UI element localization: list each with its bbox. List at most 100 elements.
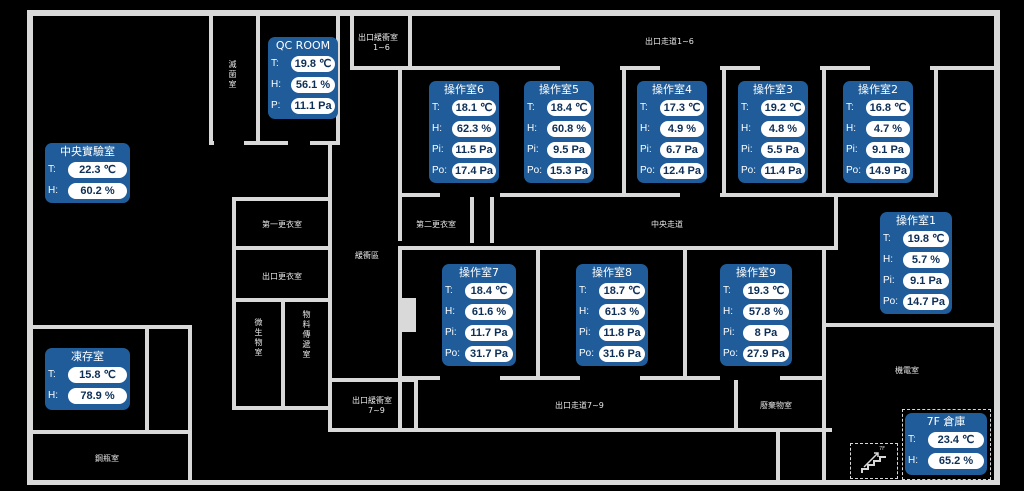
wall xyxy=(281,300,285,410)
row-pressure-in: Pi:9.5 Pa xyxy=(527,139,591,160)
wall xyxy=(27,430,192,434)
humidity-value: 5.7 % xyxy=(903,251,949,268)
card-op-room-1[interactable]: 操作室1 T:19.8 ℃ H:5.7 % Pi:9.1 Pa Po:14.7 … xyxy=(880,212,952,314)
row-key: Po: xyxy=(723,348,739,359)
row-temperature: T:19.8 ℃ xyxy=(271,53,335,74)
door xyxy=(870,66,930,70)
wall xyxy=(332,428,832,432)
row-humidity: H:60.8 % xyxy=(527,118,591,139)
row-key: Pi: xyxy=(640,144,652,155)
card-qc-room[interactable]: QC ROOM T:19.8 ℃ H:56.1 % P:11.1 Pa xyxy=(268,37,338,119)
outer-wall-bottom xyxy=(27,480,1000,485)
wall xyxy=(734,380,738,432)
door xyxy=(288,141,310,145)
pressure-out-value: 12.4 Pa xyxy=(660,162,704,179)
row-key: H: xyxy=(640,123,650,134)
row-key: H: xyxy=(527,123,537,134)
outer-wall-top xyxy=(27,10,1000,16)
card-warehouse[interactable]: 7F 倉庫 T:23.4 ℃ H:65.2 % xyxy=(905,413,987,475)
wall xyxy=(232,197,332,201)
row-temperature: T:18.4 ℃ xyxy=(445,280,513,301)
row-temperature: T:19.3 ℃ xyxy=(723,280,789,301)
temperature-value: 15.8 ℃ xyxy=(68,366,127,383)
card-central-lab[interactable]: 中央實驗室 T:22.3 ℃ H:60.2 % xyxy=(45,143,130,203)
row-key: H: xyxy=(48,185,58,196)
door xyxy=(680,193,720,197)
card-op-room-8[interactable]: 操作室8 T:18.7 ℃ H:61.3 % Pi:11.8 Pa Po:31.… xyxy=(576,264,648,366)
corridor-label-1-6: 出口走道1~6 xyxy=(645,37,694,46)
row-pressure-in: Pi:5.5 Pa xyxy=(741,139,805,160)
card-title: 操作室6 xyxy=(444,83,484,96)
card-title: 操作室9 xyxy=(736,266,776,279)
pressure-out-value: 27.9 Pa xyxy=(743,345,789,362)
row-humidity: H:65.2 % xyxy=(908,450,984,471)
row-pressure-in: Pi:11.7 Pa xyxy=(445,322,513,343)
card-freezer-room[interactable]: 凍存室 T:15.8 ℃ H:78.9 % xyxy=(45,348,130,410)
row-key: Pi: xyxy=(723,327,735,338)
pressure-in-value: 9.1 Pa xyxy=(903,272,949,289)
row-key: Po: xyxy=(741,165,757,176)
card-op-room-9[interactable]: 操作室9 T:19.3 ℃ H:57.8 % Pi:8 Pa Po:27.9 P… xyxy=(720,264,792,366)
row-humidity: H:56.1 % xyxy=(271,74,335,95)
row-humidity: H: 4.9 % xyxy=(640,118,704,139)
row-key: T: xyxy=(48,164,56,175)
row-key: T: xyxy=(432,102,440,113)
row-humidity: H:4.8 % xyxy=(741,118,805,139)
temperature-value: 18.7 ℃ xyxy=(599,282,645,299)
row-key: Po: xyxy=(846,165,862,176)
row-key: Po: xyxy=(579,348,595,359)
wall xyxy=(398,246,838,250)
card-title: QC ROOM xyxy=(275,39,331,52)
humidity-value: 56.1 % xyxy=(291,76,335,93)
row-humidity: H:60.2 % xyxy=(48,180,127,201)
wall xyxy=(27,325,192,329)
wall xyxy=(834,195,838,249)
room-label-exit-buffer-1-6-sub: 1~6 xyxy=(373,43,390,52)
card-op-room-5[interactable]: 操作室5 T:18.4 ℃ H:60.8 % Pi:9.5 Pa Po:15.3… xyxy=(524,81,594,183)
wall xyxy=(209,14,213,142)
stairs-label: 7F xyxy=(879,446,886,452)
row-key: H: xyxy=(741,123,751,134)
wall xyxy=(683,246,687,380)
row-temperature: T:16.8 ℃ xyxy=(846,97,910,118)
wall xyxy=(822,246,826,380)
row-key: H: xyxy=(846,123,856,134)
wall xyxy=(232,300,236,410)
row-key: Pi: xyxy=(579,327,591,338)
row-key: Pi: xyxy=(883,275,895,286)
row-pressure-out: Po: 27.9 Pa xyxy=(723,343,789,364)
room-label-exit-buffer-7-9: 出口緩衝室 xyxy=(352,396,392,405)
stairs-icon: 7F xyxy=(850,443,898,479)
row-key: H: xyxy=(883,254,893,265)
card-op-room-6[interactable]: 操作室6 T:18.1 ℃ H:62.3 % Pi:11.5 Pa Po:17.… xyxy=(429,81,499,183)
pressure-out-value: 15.3 Pa xyxy=(547,162,591,179)
door xyxy=(760,66,820,70)
row-pressure-out: Po:31.7 Pa xyxy=(445,343,513,364)
warehouse-outline xyxy=(902,409,991,480)
card-op-room-7[interactable]: 操作室7 T:18.4 ℃ H:61.6 % Pi:11.7 Pa Po:31.… xyxy=(442,264,516,366)
card-op-room-4[interactable]: 操作室4 T:17.3 ℃ H:4.9 % Pi:6.7 Pa Po:12.4 … xyxy=(637,81,707,183)
card-op-room-3[interactable]: 操作室3 T:19.2 ℃ H:4.8 % Pi:5.5 Pa Po:11.4 … xyxy=(738,81,808,183)
row-key: T: xyxy=(48,369,56,380)
row-key: Po: xyxy=(445,348,461,359)
door xyxy=(440,376,500,380)
card-op-room-2[interactable]: 操作室2 T:16.8 ℃ H:4.7 % Pi:9.1 Pa Po:14.9 … xyxy=(843,81,913,183)
row-pressure-in: Pi:11.5 Pa xyxy=(432,139,496,160)
row-temperature: T:17.3 ℃ xyxy=(640,97,704,118)
room-label-change-2: 第二更衣室 xyxy=(416,220,456,229)
wall xyxy=(232,246,332,250)
pressure-in-value: 5.5 Pa xyxy=(761,141,805,158)
wall xyxy=(934,66,938,196)
humidity-value: 4.9 % xyxy=(660,120,704,137)
outer-wall-right xyxy=(994,10,1000,484)
humidity-value: 61.3 % xyxy=(599,303,645,320)
room-label-buffer-zone: 緩衝區 xyxy=(355,251,379,260)
door xyxy=(214,141,244,145)
row-pressure-in: Pi: 9.1 Pa xyxy=(883,270,949,291)
row-temperature: T:22.3 ℃ xyxy=(48,159,127,180)
door xyxy=(720,376,780,380)
row-key: Po: xyxy=(883,296,899,307)
door xyxy=(440,193,500,197)
row-pressure-in: Pi:8 Pa xyxy=(723,322,789,343)
row-key: T: xyxy=(723,285,731,296)
